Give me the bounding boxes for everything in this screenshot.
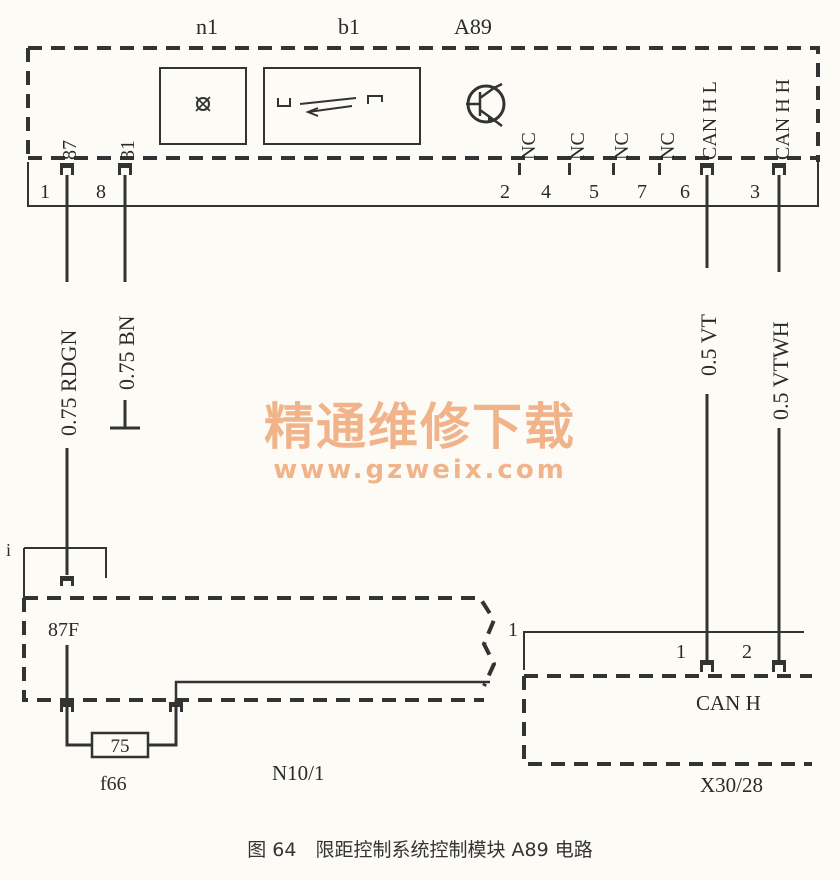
pin-can-l-label: CAN H L bbox=[699, 81, 721, 160]
pin-nc-4-label: NC bbox=[657, 132, 679, 160]
pin-number-8: 8 bbox=[96, 181, 106, 203]
pin-nc-1-label: NC bbox=[518, 132, 540, 160]
figure-caption: 图 64 限距控制系统控制模块 A89 电路 bbox=[247, 839, 592, 861]
watermark-title: 精通维修下载 bbox=[264, 398, 576, 456]
lamp-symbol-icon bbox=[195, 96, 211, 112]
wire-bn-label: 0.75 BN bbox=[114, 315, 139, 390]
pin-number-6: 6 bbox=[680, 181, 690, 203]
pin-number-2: 2 bbox=[500, 181, 510, 203]
bus-pin-label: 1 bbox=[508, 619, 518, 641]
fuse-name: f66 bbox=[100, 773, 127, 795]
pin-87f-label: 87F bbox=[48, 619, 79, 641]
module-n10-1: i 87F 75 f66 N10/1 bbox=[6, 540, 497, 795]
pin-31-label: 31 bbox=[117, 140, 139, 160]
wire-rdgn: 0.75 RDGN bbox=[56, 175, 81, 575]
edge-mark: i bbox=[6, 540, 11, 560]
module-name: A89 bbox=[454, 14, 492, 39]
module-n10-name: N10/1 bbox=[272, 761, 325, 785]
wire-vtwh-label: 0.5 VTWH bbox=[768, 321, 793, 420]
pin-nc-3-label: NC bbox=[611, 132, 633, 160]
pin-number-5: 5 bbox=[589, 181, 599, 203]
component-b1-label: b1 bbox=[338, 14, 360, 39]
wire-vt: 0.5 VT bbox=[696, 175, 721, 660]
wire-vt-label: 0.5 VT bbox=[696, 314, 721, 376]
module-a89: A89 n1 b1 bbox=[26, 14, 820, 207]
fuse-value: 75 bbox=[111, 736, 130, 757]
x30-pin-1-label: 1 bbox=[676, 641, 686, 663]
component-n1-label: n1 bbox=[196, 14, 218, 39]
pin-87-label: 87 bbox=[59, 140, 81, 160]
wire-vtwh: 0.5 VTWH bbox=[768, 175, 793, 660]
pin-can-h-label: CAN H H bbox=[772, 79, 794, 160]
wire-bn: 0.75 BN bbox=[110, 175, 140, 430]
component-b1 bbox=[263, 67, 421, 145]
watermark: 精通维修下载 www.gzweix.com bbox=[264, 398, 576, 485]
connector-x30-name: X30/28 bbox=[700, 773, 763, 797]
watermark-url: www.gzweix.com bbox=[273, 455, 567, 485]
can-h-label: CAN H bbox=[696, 691, 761, 715]
x30-pin-2-label: 2 bbox=[742, 641, 752, 663]
pin-number-3: 3 bbox=[750, 181, 760, 203]
pin-number-1: 1 bbox=[40, 181, 50, 203]
pin-number-7: 7 bbox=[637, 181, 647, 203]
pin-number-4: 4 bbox=[541, 181, 551, 203]
fuse-f66: 75 bbox=[90, 731, 150, 759]
sensor-symbol-icon bbox=[277, 95, 383, 117]
wire-rdgn-label: 0.75 RDGN bbox=[56, 330, 81, 436]
component-n1 bbox=[159, 67, 247, 145]
pin-nc-2-label: NC bbox=[567, 132, 589, 160]
connector-terminals bbox=[60, 163, 786, 175]
transistor-icon bbox=[466, 82, 506, 127]
connector-x30-28: 1 1 2 CAN H X30/28 bbox=[508, 619, 812, 797]
